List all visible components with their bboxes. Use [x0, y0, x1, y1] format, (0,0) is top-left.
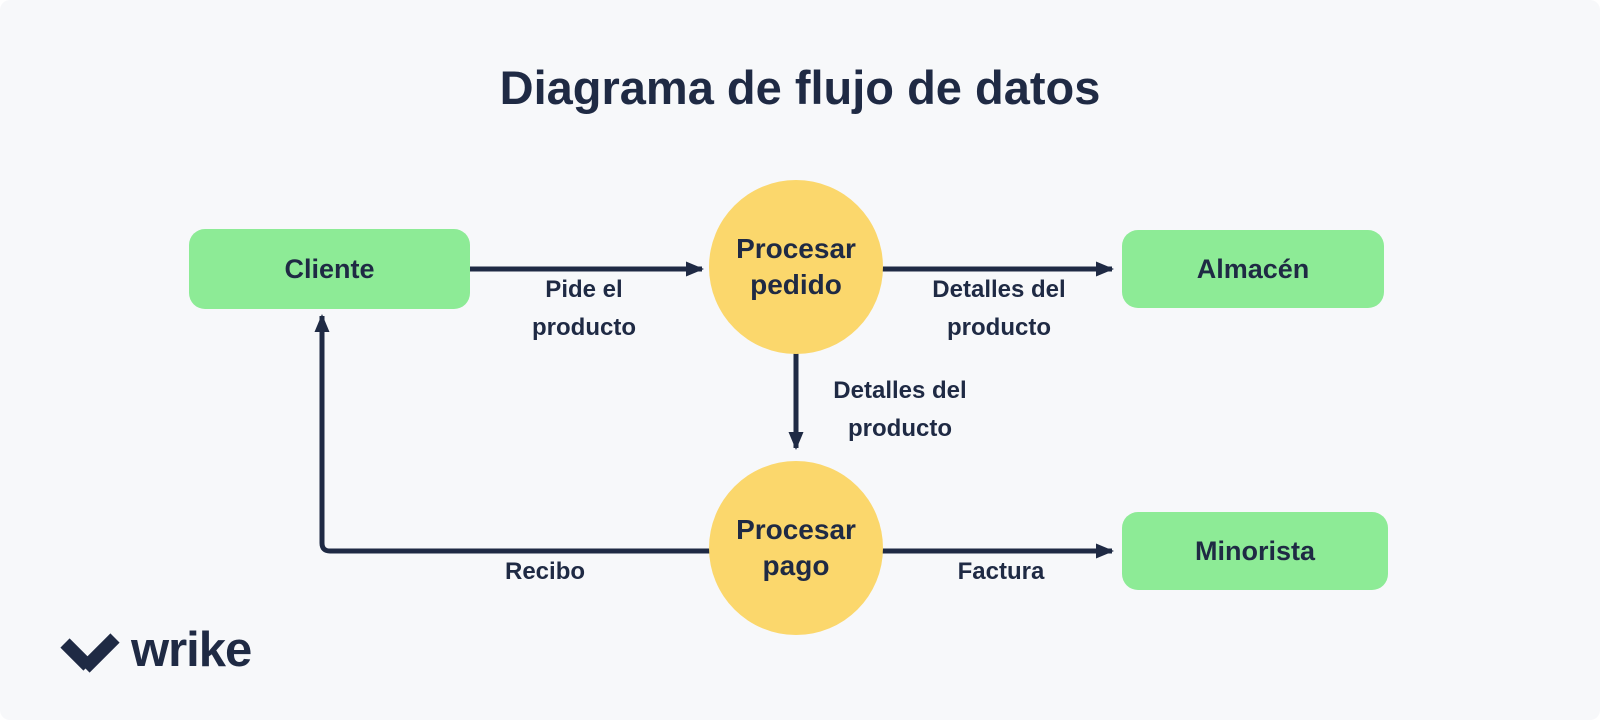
node-minorista: Minorista	[1122, 512, 1388, 590]
edge-label-line: Detalles del	[932, 276, 1066, 303]
node-cliente-label: Cliente	[284, 253, 375, 284]
node-procesar-pedido-line1: Procesar	[736, 233, 856, 264]
node-procesar-pago-line1: Procesar	[736, 514, 856, 545]
node-procesar-pago-line2: pago	[762, 550, 830, 581]
edge-label-line: producto	[532, 314, 636, 341]
node-almacen-label: Almacén	[1196, 253, 1310, 284]
wrike-logo: wrike	[58, 622, 252, 678]
edge-label-line: Factura	[957, 558, 1045, 585]
edge-label-line: Pide el	[545, 276, 623, 303]
node-cliente: Cliente	[189, 229, 470, 309]
edge-label-line: Recibo	[504, 558, 586, 585]
node-procesar-pedido-line2: pedido	[750, 269, 842, 300]
diagram-title: Diagrama de flujo de datos	[499, 61, 1101, 114]
node-procesar-pago: Procesar pago	[709, 461, 883, 635]
wrike-logo-text: wrike	[131, 623, 252, 677]
edge-label-detalles-del-producto-almacen: Detalles del producto	[932, 271, 1065, 347]
edge-label-factura: Factura	[958, 559, 1045, 585]
edge-label-detalles-del-producto-pago: Detalles del producto	[833, 372, 966, 448]
edge-label-recibo: Recibo	[505, 559, 585, 585]
edge-label-line: producto	[848, 415, 952, 442]
node-procesar-pedido: Procesar pedido	[709, 180, 883, 354]
edge-label-line: producto	[947, 314, 1051, 341]
edge-label-pide-el-producto: Pide el producto	[532, 271, 636, 347]
edge-label-line: Detalles del	[833, 377, 967, 404]
wrike-checkmark-icon	[60, 633, 120, 673]
arrow-procesar-pago-to-cliente	[314, 314, 796, 554]
node-almacen: Almacén	[1122, 230, 1384, 308]
node-minorista-label: Minorista	[1194, 535, 1315, 566]
